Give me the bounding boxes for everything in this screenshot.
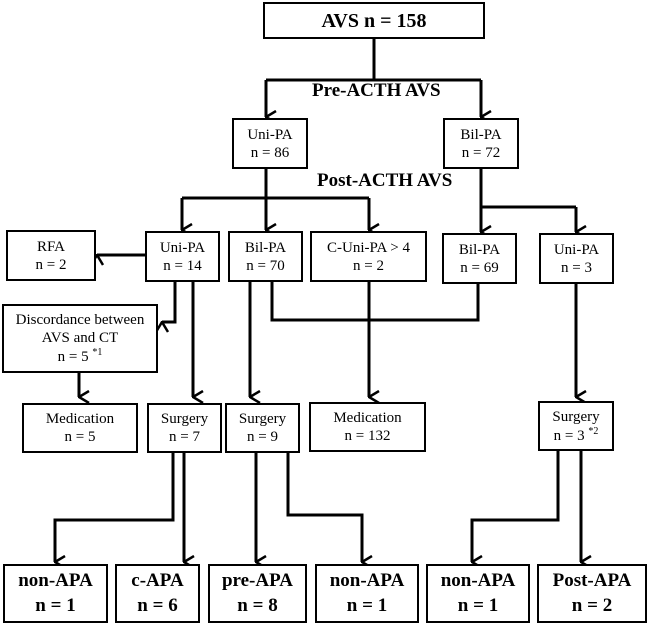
- node-count: n = 132: [344, 428, 391, 444]
- footnote-marker: *1: [92, 347, 103, 358]
- node-surgery-3: Surgery n = 3 *2: [538, 401, 614, 451]
- arrow-to-nonapa-1c: [470, 450, 560, 562]
- outcome-c-apa: c-APA n = 6: [115, 564, 200, 623]
- node-label: Bil-PA: [460, 126, 502, 143]
- outcome-label: pre-APA: [221, 569, 294, 591]
- node-post-bilpa-70: Bil-PA n = 70: [228, 231, 303, 282]
- outcome-label: Post-APA: [552, 569, 632, 591]
- node-surgery-9: Surgery n = 9: [225, 403, 300, 453]
- node-count: n = 2: [35, 256, 67, 273]
- node-count: n = 86: [250, 144, 290, 161]
- node-discordance: Discordance between AVS and CT n = 5 *1: [2, 304, 158, 373]
- outcome-label: non-APA: [440, 569, 516, 591]
- node-count: n = 2: [353, 257, 384, 274]
- node-pre-bilpa: Bil-PA n = 72: [443, 118, 519, 169]
- node-label: Bil-PA: [244, 239, 287, 256]
- node-post-bilpa-69: Bil-PA n = 69: [442, 233, 517, 284]
- node-post-unipa-14: Uni-PA n = 14: [145, 231, 220, 282]
- node-post-cunipa: C-Uni-PA > 4 n = 2: [310, 231, 427, 282]
- outcome-post-apa: Post-APA n = 2: [537, 564, 647, 623]
- node-label: Surgery: [160, 411, 209, 427]
- outcome-pre-apa: pre-APA n = 8: [208, 564, 307, 623]
- node-label: Discordance between: [15, 312, 145, 328]
- footnote-marker: *2: [588, 425, 599, 437]
- arrow-to-nonapa-1a: [53, 452, 175, 562]
- node-count: n = 72: [461, 144, 501, 161]
- node-count: n = 70: [246, 257, 285, 274]
- outcome-count: n = 2: [571, 594, 613, 616]
- node-label: Uni-PA: [553, 241, 600, 258]
- node-count: n = 69: [460, 259, 499, 276]
- outcome-count: n = 1: [457, 594, 499, 616]
- node-label: Uni-PA: [159, 239, 206, 256]
- node-avs-root: AVS n = 158: [263, 2, 485, 39]
- node-rfa: RFA n = 2: [6, 230, 96, 281]
- outcome-non-apa-1: non-APA n = 1: [3, 564, 108, 623]
- node-label-2: AVS and CT: [41, 330, 119, 346]
- outcome-non-apa-3: non-APA n = 1: [426, 564, 530, 623]
- node-medication-132: Medication n = 132: [309, 402, 426, 452]
- stage-label-post-acth: Post-ACTH AVS: [317, 170, 453, 191]
- outcome-count: n = 1: [346, 594, 388, 616]
- node-label: Surgery: [238, 411, 287, 427]
- connector-root: [266, 38, 481, 82]
- node-count: n = 3: [561, 259, 592, 276]
- outcome-count: n = 1: [35, 594, 76, 616]
- node-count: n = 5: [64, 429, 96, 445]
- node-label: Bil-PA: [458, 241, 501, 258]
- outcome-label: c-APA: [131, 569, 184, 591]
- outcome-label: non-APA: [329, 569, 405, 591]
- node-post-unipa-3: Uni-PA n = 3: [539, 233, 614, 284]
- outcome-label: non-APA: [18, 569, 93, 591]
- node-label: RFA: [36, 238, 66, 255]
- arrow-to-nonapa-1b: [286, 452, 362, 562]
- arrow-to-discordance: [162, 280, 177, 322]
- outcome-non-apa-2: non-APA n = 1: [315, 564, 419, 623]
- node-count: n = 3 *2: [553, 425, 599, 444]
- connector-to-medication: [270, 280, 480, 322]
- node-count: n = 5 *1: [57, 347, 103, 365]
- node-label: C-Uni-PA > 4: [327, 239, 410, 256]
- node-count: n = 7: [169, 429, 200, 445]
- node-label: Medication: [333, 410, 402, 426]
- node-count: n = 9: [247, 429, 278, 445]
- outcome-count: n = 6: [137, 594, 178, 616]
- node-medication-5: Medication n = 5: [22, 403, 138, 453]
- node-label: AVS n = 158: [321, 9, 427, 32]
- stage-label-pre-acth: Pre-ACTH AVS: [312, 80, 441, 101]
- node-count: n = 14: [163, 257, 202, 274]
- node-label: Uni-PA: [247, 126, 293, 143]
- connector-bilpa72: [479, 168, 576, 209]
- node-label: Medication: [45, 411, 115, 427]
- connector-unipa86: [182, 168, 369, 200]
- outcome-count: n = 8: [237, 594, 278, 616]
- node-label: Surgery: [552, 408, 600, 425]
- node-pre-unipa: Uni-PA n = 86: [232, 118, 308, 169]
- node-surgery-7: Surgery n = 7: [147, 403, 222, 453]
